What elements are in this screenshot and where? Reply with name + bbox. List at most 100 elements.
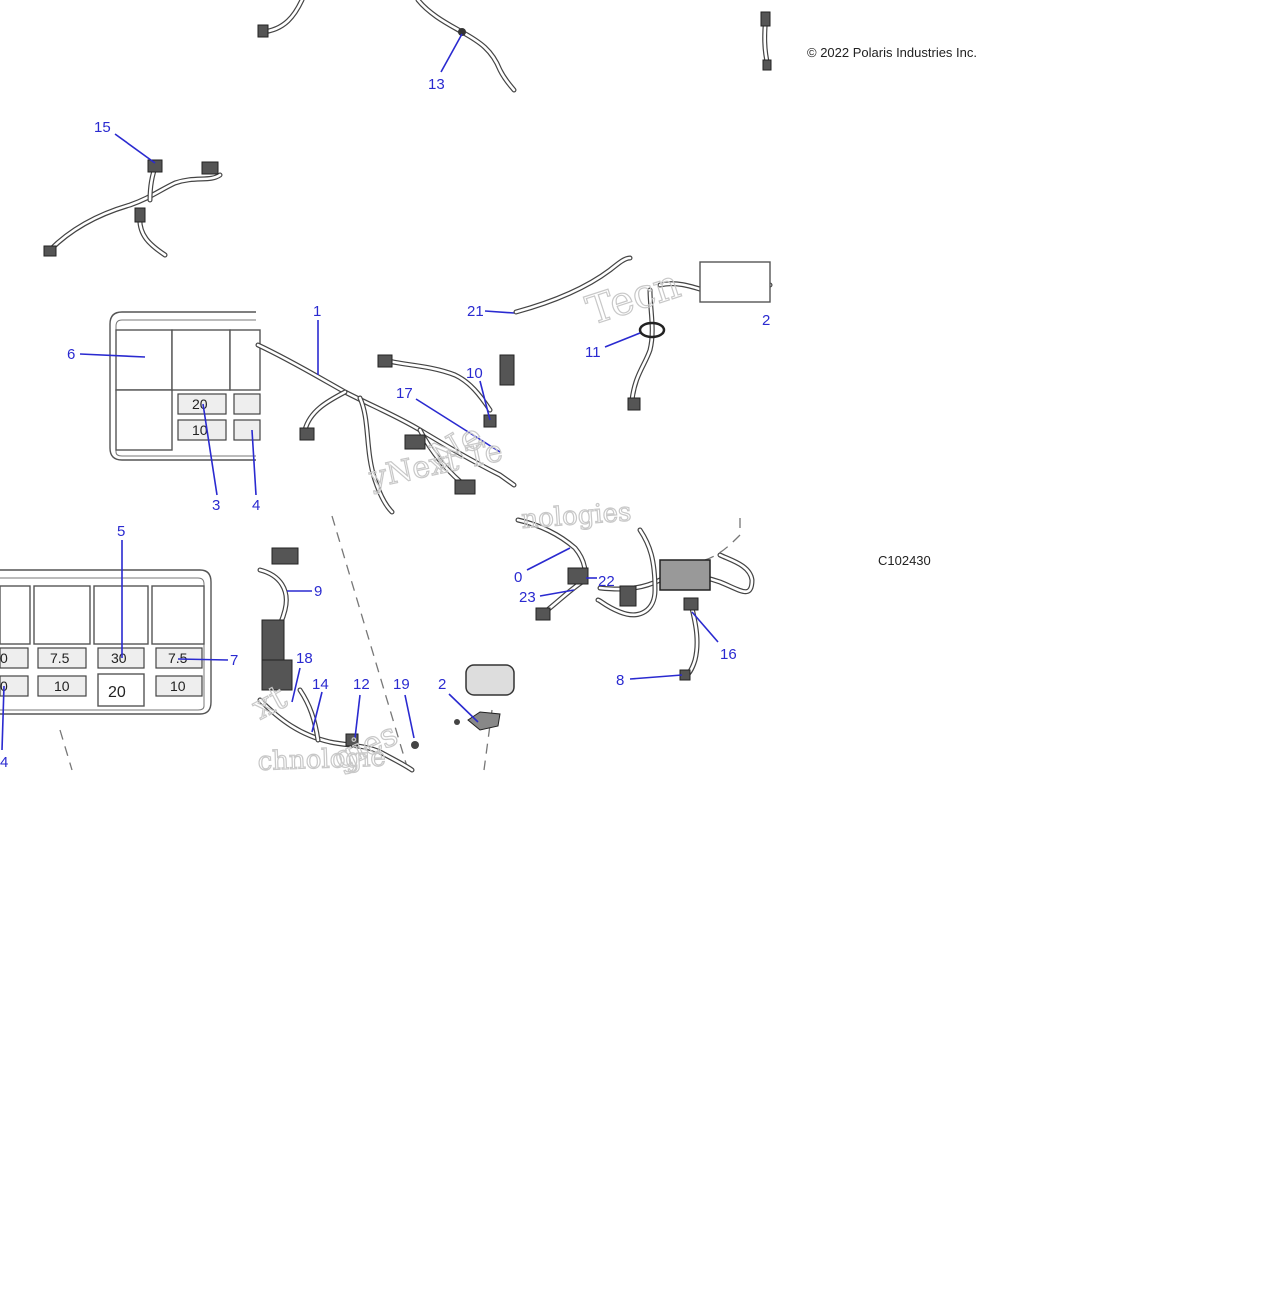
callout-7: 7: [230, 652, 238, 669]
fuse: [233, 393, 261, 415]
connector-plug: [762, 59, 772, 71]
fuse-block: [659, 559, 711, 591]
callout-4-partial-b: 4: [0, 754, 8, 771]
figure-id: C102430: [878, 553, 931, 568]
control-module: [465, 664, 515, 696]
connector-plug: [404, 434, 426, 450]
leader-3: [202, 403, 218, 496]
relay-slot: [171, 329, 231, 391]
callout-2-partial: 2: [762, 312, 770, 329]
connector-plug: [499, 354, 515, 386]
fuse: [177, 393, 227, 415]
callout-8: 8: [616, 672, 624, 689]
callout-14-partial: 14: [312, 676, 329, 693]
leader-16: [691, 611, 719, 643]
callout-19: 19: [393, 676, 410, 693]
copyright-notice: © 2022 Polaris Industries Inc.: [807, 45, 977, 60]
fuse: [177, 419, 227, 441]
leader-6: [79, 353, 146, 358]
fuse: [37, 647, 87, 669]
callout-22: 22: [598, 573, 615, 590]
watermark-fragment: chnologie: [257, 743, 386, 777]
fuse-label: 10: [192, 422, 208, 438]
grommet: [638, 321, 666, 339]
callout-10: 10: [466, 365, 483, 382]
connector-plug: [134, 207, 146, 223]
connector-plug: [619, 585, 637, 607]
connector-plug: [257, 24, 269, 38]
watermark-fragment: Tecn: [581, 261, 686, 334]
callout-12: 12: [353, 676, 370, 693]
harness-segment-lower-right: [515, 517, 755, 681]
callout-18: 18: [296, 650, 313, 667]
connector-plug: [760, 11, 771, 27]
dashed-guide: [704, 534, 741, 561]
leader-4b: [1, 685, 5, 751]
module: [699, 261, 771, 303]
relay-slot: [0, 585, 31, 645]
fastener: [454, 719, 460, 725]
callout-23: 23: [519, 589, 536, 606]
connector-plug: [147, 159, 163, 173]
connector-plug: [271, 547, 299, 565]
callout-9: 9: [314, 583, 322, 600]
callout-21: 21: [467, 303, 484, 320]
connector-plug: [567, 567, 589, 585]
fuse-label: 10: [170, 678, 186, 694]
fuse-label: 0: [0, 650, 8, 666]
clip: [458, 28, 466, 36]
relay-slot: [93, 585, 149, 645]
callout-1: 1: [313, 303, 321, 320]
leader-18: [291, 667, 301, 703]
callout-17: 17: [396, 385, 413, 402]
leader-7: [177, 658, 229, 661]
harness-segment-11: [513, 255, 773, 411]
fuse: [97, 647, 145, 669]
connector-plug: [299, 427, 315, 441]
relay-slot: [115, 329, 173, 391]
callout-16: 16: [720, 646, 737, 663]
connector-plug: [627, 397, 641, 411]
leader-19: [404, 694, 415, 739]
bracket: [467, 711, 501, 731]
fastener: [411, 741, 419, 749]
fuse: [155, 647, 203, 669]
fuse-label: 7.5: [168, 650, 188, 666]
connector-plug: [261, 619, 285, 661]
leader-8: [629, 674, 683, 680]
fuse: [0, 675, 29, 697]
fuse: [233, 419, 261, 441]
connector-plug: [535, 607, 551, 621]
harness-segment-13: [257, 0, 517, 93]
connector-plug: [454, 479, 476, 495]
connector-plug: [483, 414, 497, 428]
connector-plug: [201, 161, 219, 175]
connector-plug: [683, 597, 699, 611]
callout-2: 2: [438, 676, 446, 693]
callout-3: 3: [212, 497, 220, 514]
leader-0: [526, 547, 571, 571]
leader-2: [448, 693, 479, 723]
connector-plug: [43, 245, 57, 257]
callout-13: 13: [428, 76, 445, 93]
relay-slot: [229, 329, 261, 391]
leader-11: [604, 332, 641, 348]
callout-0-partial: 0: [514, 569, 522, 586]
callout-15: 15: [94, 119, 111, 136]
relay-slot: [33, 585, 91, 645]
harness-segment-lower-middle: [257, 515, 515, 773]
callout-11: 11: [585, 344, 601, 361]
leader-21: [484, 310, 515, 314]
callout-4-partial: 4: [252, 497, 260, 514]
fuse-box-upper: 20 10: [109, 311, 261, 461]
leader-4: [251, 429, 257, 496]
fuse-label: 10: [54, 678, 70, 694]
connector-plug: [377, 354, 393, 368]
leader-14: [311, 691, 323, 733]
leader-17: [415, 398, 501, 453]
fuse-box-lower: 0 7.5 30 7.5 0 10 20 10: [0, 569, 212, 771]
relay-slot: [151, 585, 205, 645]
fuse: [0, 647, 29, 669]
